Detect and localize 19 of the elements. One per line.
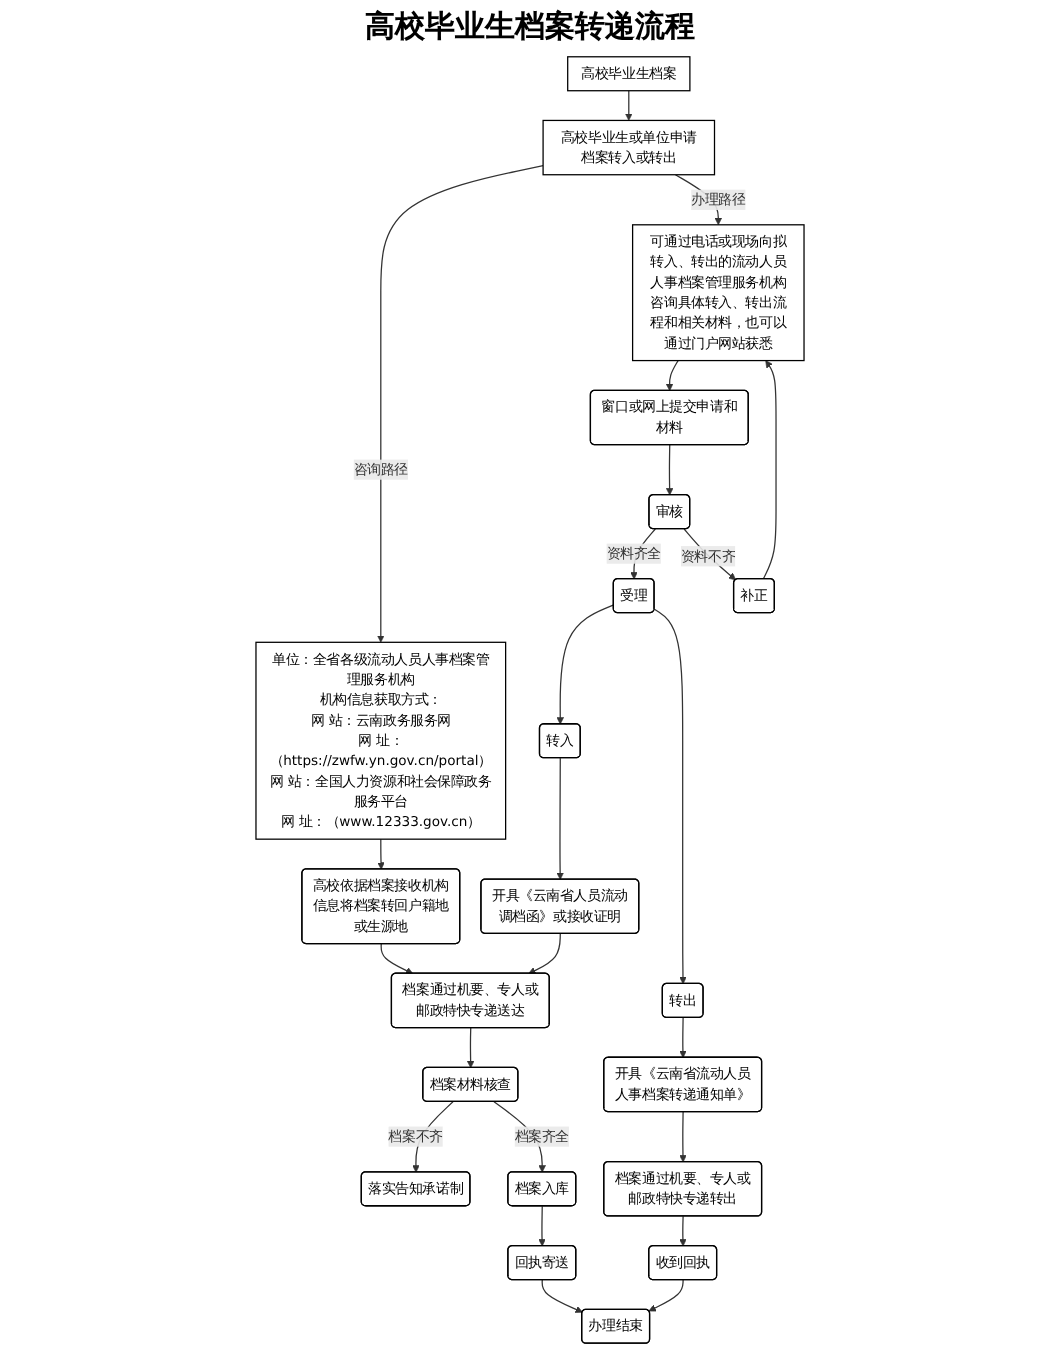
arrow bbox=[556, 757, 564, 880]
arrow bbox=[653, 608, 687, 985]
arrow bbox=[528, 933, 561, 975]
arrow bbox=[466, 1027, 475, 1069]
arrow bbox=[556, 604, 615, 725]
arrow bbox=[665, 359, 679, 392]
arrow bbox=[679, 1017, 687, 1058]
arrow bbox=[625, 90, 633, 121]
arrow bbox=[541, 1279, 583, 1313]
arrow bbox=[377, 165, 544, 643]
diagram-title: 高校毕业生档案转递流程 bbox=[363, 8, 697, 46]
arrow bbox=[377, 838, 385, 870]
arrow bbox=[538, 1205, 546, 1247]
arrow bbox=[648, 1279, 684, 1312]
arrow bbox=[665, 444, 674, 496]
arrow bbox=[679, 1215, 687, 1247]
arrow bbox=[762, 360, 777, 580]
arrow bbox=[380, 943, 414, 975]
arrow bbox=[679, 1111, 687, 1163]
